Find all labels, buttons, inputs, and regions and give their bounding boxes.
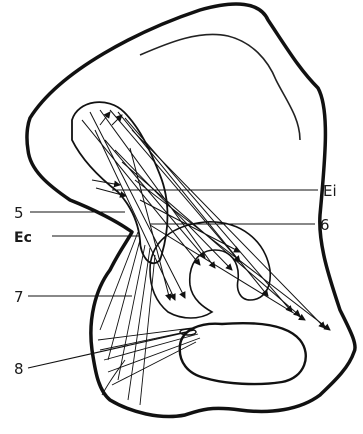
label-8: 8 (14, 360, 24, 378)
label-ec: Ec (14, 230, 32, 246)
obturator-foramen (180, 323, 306, 384)
label-6: 6 (320, 216, 330, 234)
ischial-fibers (98, 232, 200, 405)
label-7: 7 (14, 288, 24, 306)
label-5: 5 (14, 204, 24, 222)
fiber-arrows (82, 110, 330, 330)
iliac-crest-line (140, 34, 300, 140)
label-ei: Ei (323, 182, 337, 200)
